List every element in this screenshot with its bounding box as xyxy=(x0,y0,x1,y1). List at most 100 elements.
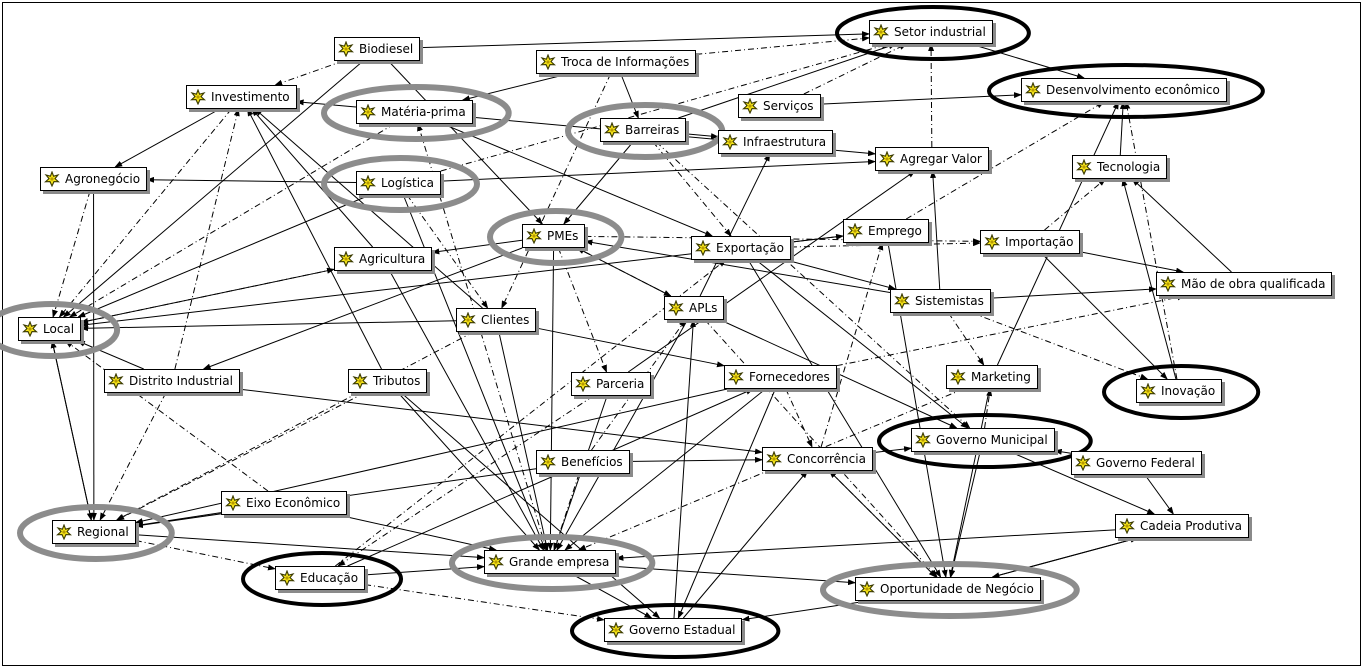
edge-arrow xyxy=(442,123,714,237)
node-tributos[interactable]: Tributos xyxy=(348,369,428,393)
node-materia-prima[interactable]: Matéria-prima xyxy=(356,100,473,124)
node-label: Marketing xyxy=(971,370,1031,384)
node-label: Investimento xyxy=(211,90,290,104)
node-oportunidade-de-negocio[interactable]: Oportunidade de Negócio xyxy=(855,577,1041,601)
node-marketing[interactable]: Marketing xyxy=(946,365,1038,389)
node-apls[interactable]: APLs xyxy=(664,296,725,320)
node-label: Matéria-prima xyxy=(381,105,466,119)
node-grande-empresa[interactable]: Grande empresa xyxy=(484,550,617,574)
node-label: APLs xyxy=(689,301,718,315)
edge-arrow xyxy=(76,340,144,370)
concept-star-icon xyxy=(540,454,556,470)
node-importacao[interactable]: Importação xyxy=(980,230,1081,254)
edge-arrow xyxy=(948,312,985,366)
node-tecnologia[interactable]: Tecnologia xyxy=(1072,155,1168,179)
edge-arrow xyxy=(389,270,545,551)
concept-star-icon xyxy=(668,300,684,316)
highlight-ring-grande-empresa xyxy=(449,534,656,592)
edge-arrow xyxy=(629,456,763,463)
edge-arrow xyxy=(1053,448,1072,455)
edge-arrow xyxy=(417,123,548,551)
node-barreiras[interactable]: Barreiras xyxy=(600,118,687,142)
node-fornecedores[interactable]: Fornecedores xyxy=(724,365,837,389)
edge-arrow xyxy=(202,247,523,370)
edge-arrow xyxy=(564,388,766,551)
edge-arrow xyxy=(498,331,549,551)
node-investimento[interactable]: Investimento xyxy=(186,85,297,109)
node-servicos[interactable]: Serviços xyxy=(738,94,821,118)
node-agregar-valor[interactable]: Agregar Valor xyxy=(875,147,989,171)
concept-star-icon xyxy=(540,54,556,70)
node-troca-de-informacoes[interactable]: Troca de Informações xyxy=(536,50,697,74)
node-concorrencia[interactable]: Concorrência xyxy=(762,447,873,471)
node-local[interactable]: Local xyxy=(18,317,82,341)
node-parceria[interactable]: Parceria xyxy=(571,372,652,396)
node-setor-industrial[interactable]: Setor industrial xyxy=(869,20,993,44)
edge-arrow xyxy=(930,170,941,290)
node-agronegocio[interactable]: Agronegócio xyxy=(40,167,148,191)
edge-arrow xyxy=(699,153,771,297)
edge-arrow xyxy=(820,92,1022,105)
node-logistica[interactable]: Logística xyxy=(356,171,442,195)
concept-star-icon xyxy=(338,251,354,267)
edge-arrow xyxy=(364,584,605,622)
edge-arrow xyxy=(829,470,937,578)
edge-arrow xyxy=(678,43,897,119)
edge-arrow xyxy=(398,392,541,551)
node-infraestrutura[interactable]: Infraestrutura xyxy=(718,130,834,154)
concept-star-icon xyxy=(460,312,476,328)
edge-arrow xyxy=(686,133,719,140)
edge-arrow xyxy=(1044,178,1107,231)
node-label: Desenvolvimento econômico xyxy=(1046,83,1220,97)
concept-star-icon xyxy=(488,554,504,570)
node-agricultura[interactable]: Agricultura xyxy=(334,247,433,271)
node-governo-federal[interactable]: Governo Federal xyxy=(1071,451,1202,475)
node-governo-estadual[interactable]: Governo Estadual xyxy=(604,618,743,642)
edge-arrow xyxy=(174,108,240,370)
concept-star-icon xyxy=(742,98,758,114)
node-regional[interactable]: Regional xyxy=(52,520,136,544)
highlight-ring-setor-industrial xyxy=(835,5,1031,61)
node-desenvolvimento-economico[interactable]: Desenvolvimento econômico xyxy=(1021,78,1227,102)
edge-arrow xyxy=(335,259,727,567)
edge-arrow xyxy=(52,190,91,318)
concept-star-icon xyxy=(766,451,782,467)
concept-star-icon xyxy=(22,321,38,337)
node-educacao[interactable]: Educação xyxy=(275,566,366,590)
node-pmes[interactable]: PMEs xyxy=(522,224,586,248)
node-mao-de-obra-qualificada[interactable]: Mão de obra qualificada xyxy=(1156,272,1333,296)
node-biodiesel[interactable]: Biodiesel xyxy=(334,37,421,61)
node-sistemistas[interactable]: Sistemistas xyxy=(890,289,991,313)
edge-arrow xyxy=(948,388,990,578)
edge-arrow xyxy=(64,340,269,492)
edge-arrow xyxy=(337,395,594,567)
edge-arrow xyxy=(803,43,908,95)
node-label: Oportunidade de Negócio xyxy=(880,582,1034,596)
node-beneficios[interactable]: Benefícios xyxy=(536,450,630,474)
edge-arrow xyxy=(51,340,93,521)
node-emprego[interactable]: Emprego xyxy=(843,219,929,243)
concept-star-icon xyxy=(190,89,206,105)
edge-arrow xyxy=(652,141,732,237)
node-label: Tributos xyxy=(373,374,421,388)
concept-star-icon xyxy=(1076,159,1092,175)
edge-arrow xyxy=(673,319,696,619)
node-label: Emprego xyxy=(868,224,922,238)
node-distrito-industrial[interactable]: Distrito Industrial xyxy=(104,369,240,393)
concept-star-icon xyxy=(695,240,711,256)
edge-arrow xyxy=(440,158,876,182)
node-inovacao[interactable]: Inovação xyxy=(1136,379,1223,403)
concept-star-icon xyxy=(847,223,863,239)
concept-star-icon xyxy=(1119,518,1135,534)
node-label: Educação xyxy=(300,571,359,585)
node-eixo-economico[interactable]: Eixo Econômico xyxy=(221,491,348,515)
highlight-ring-educacao xyxy=(241,551,404,607)
node-clientes[interactable]: Clientes xyxy=(456,308,537,332)
node-exportacao[interactable]: Exportação xyxy=(691,236,791,260)
edge-arrow xyxy=(251,108,373,248)
node-label: Local xyxy=(43,322,75,336)
node-cadeia-produtiva[interactable]: Cadeia Produtiva xyxy=(1115,514,1249,538)
node-governo-municipal[interactable]: Governo Municipal xyxy=(911,428,1055,452)
node-label: Biodiesel xyxy=(359,42,414,56)
node-label: Inovação xyxy=(1161,384,1216,398)
